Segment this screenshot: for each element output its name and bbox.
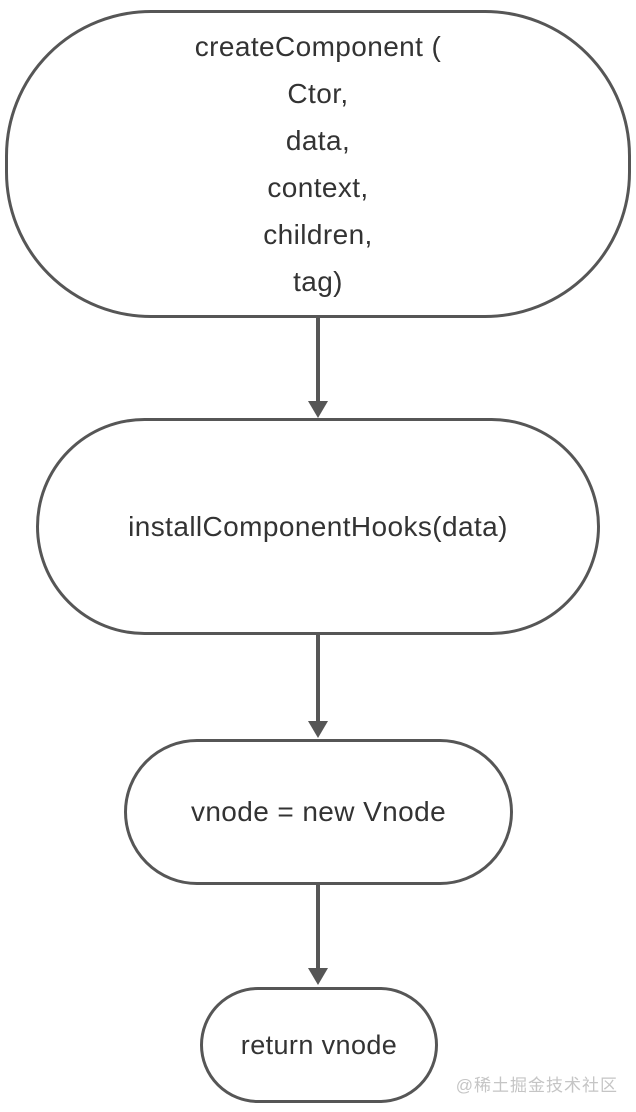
node-install-component-hooks: installComponentHooks(data) [36, 418, 600, 635]
edge-arrow-line [316, 318, 320, 404]
node-create-component: createComponent ( Ctor, data, context, c… [5, 10, 631, 318]
arrow-down-icon [308, 721, 328, 738]
node-return-vnode: return vnode [200, 987, 438, 1103]
node-text: vnode = new Vnode [190, 796, 447, 827]
node-new-vnode: vnode = new Vnode [124, 739, 513, 885]
node-text-line: Ctor, [287, 78, 349, 109]
node-text-line: tag) [293, 266, 343, 297]
watermark: @稀土掘金技术社区 [455, 1076, 618, 1095]
edge-arrow-line [316, 634, 320, 724]
node-text: installComponentHooks(data) [128, 510, 508, 542]
node-text-line: createComponent ( [194, 31, 442, 62]
node-text-line: children, [263, 219, 373, 250]
node-text: return vnode [240, 1029, 398, 1060]
arrow-down-icon [308, 968, 328, 985]
edge-arrow-line [316, 884, 320, 971]
arrow-down-icon [308, 401, 328, 418]
node-text-line: context, [267, 172, 369, 203]
node-text-line: data, [285, 125, 351, 156]
